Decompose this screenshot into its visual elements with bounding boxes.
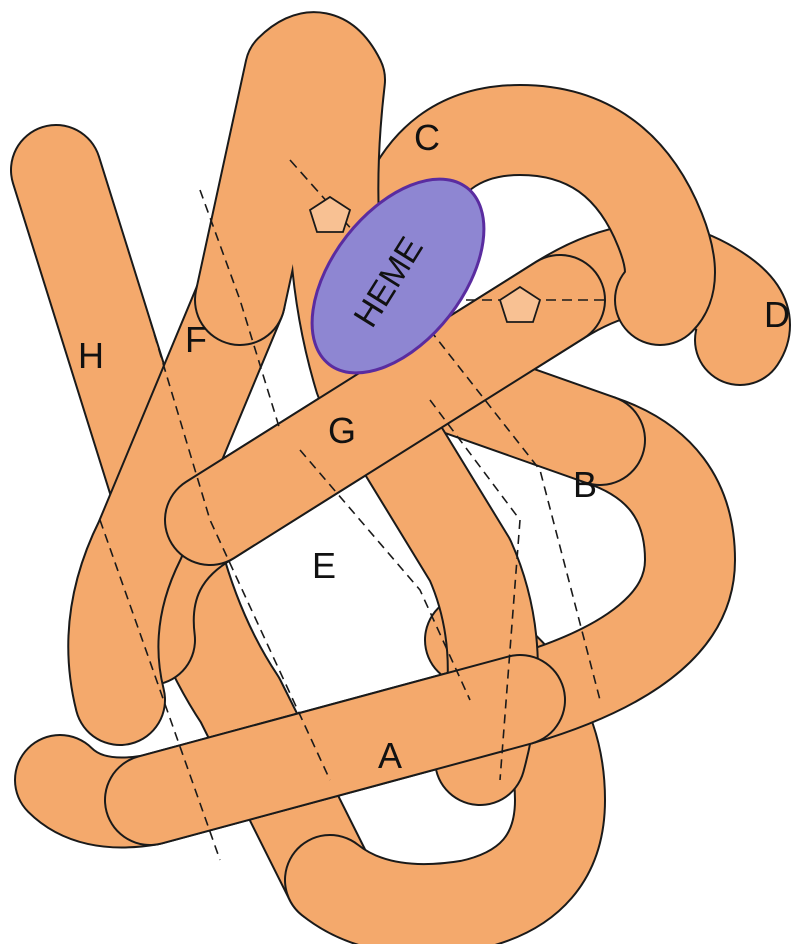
helix-label-d: D [764,294,790,335]
helix-label-a: A [378,735,402,776]
helix-label-c: C [414,117,440,158]
helix-label-h: H [78,335,104,376]
helix-label-f: F [185,319,207,360]
helix-label-e: E [312,545,336,586]
helix-label-b: B [573,464,597,505]
helix-label-g: G [328,410,356,451]
protein-backbone [56,57,745,909]
